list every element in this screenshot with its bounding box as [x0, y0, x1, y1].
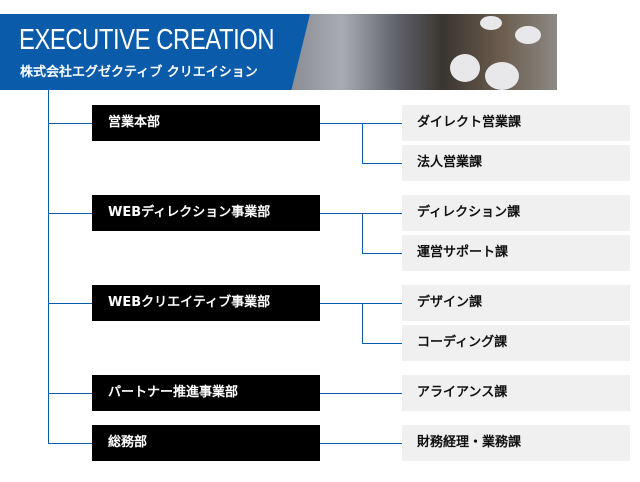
section-box: コーディング課: [402, 325, 630, 361]
section-box: アライアンス課: [402, 375, 630, 411]
connector-line: [362, 343, 402, 344]
section-box: 法人営業課: [402, 145, 630, 181]
branch-line: [48, 393, 92, 394]
section-box: 財務経理・業務課: [402, 425, 630, 461]
company-subtitle: 株式会社エグゼクティブ クリエイション: [20, 65, 258, 80]
department-box: WEBクリエイティブ事業部: [92, 285, 320, 321]
connector-line: [362, 303, 363, 344]
section-box: デザイン課: [402, 285, 630, 321]
header-banner: EXECUTIVE CREATION 株式会社エグゼクティブ クリエイション: [0, 14, 557, 90]
connector-line: [362, 253, 402, 254]
trunk-line: [48, 90, 49, 443]
connector-line: [362, 213, 363, 254]
branch-line: [48, 303, 92, 304]
department-box: WEBディレクション事業部: [92, 195, 320, 231]
title-panel: [0, 14, 310, 90]
connector-line: [362, 123, 363, 164]
company-title: EXECUTIVE CREATION: [19, 24, 275, 56]
office-photo: [270, 14, 557, 90]
section-box: ディレクション課: [402, 195, 630, 231]
branch-line: [48, 213, 92, 214]
section-box: 運営サポート課: [402, 235, 630, 271]
connector-line: [320, 303, 402, 304]
connector-line: [362, 163, 402, 164]
department-box: 総務部: [92, 425, 320, 461]
section-box: ダイレクト営業課: [402, 105, 630, 141]
connector-line: [320, 213, 402, 214]
branch-line: [48, 443, 92, 444]
department-box: 営業本部: [92, 105, 320, 141]
department-box: パートナー推進事業部: [92, 375, 320, 411]
connector-line: [320, 393, 402, 394]
branch-line: [48, 123, 92, 124]
connector-line: [320, 123, 402, 124]
connector-line: [320, 443, 402, 444]
